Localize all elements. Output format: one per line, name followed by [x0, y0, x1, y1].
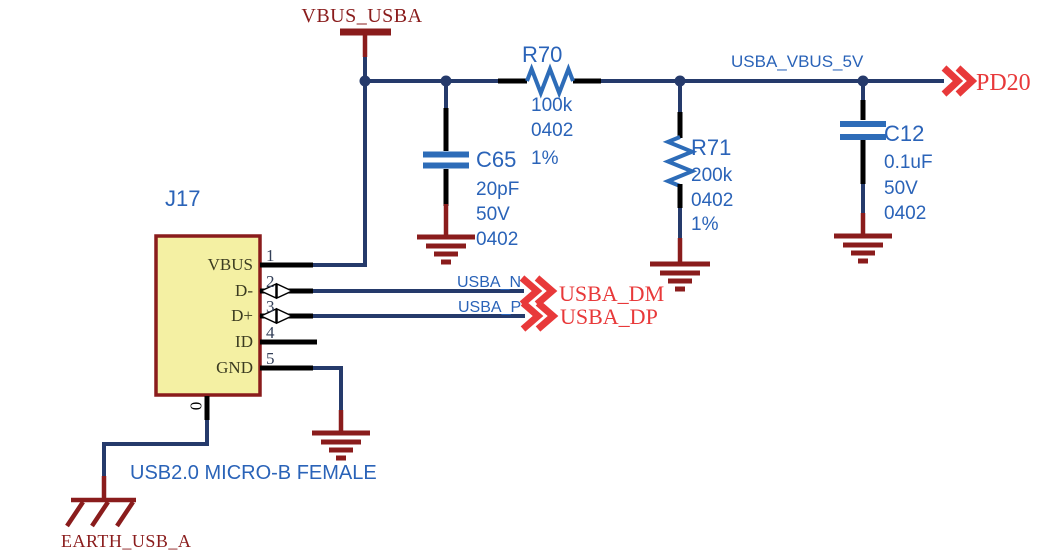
pin-number: 3: [266, 297, 275, 316]
j17-pin-5: 5 GND: [216, 349, 313, 377]
earth-net-label: EARTH_USB_A: [61, 531, 191, 551]
pin-name: ID: [235, 332, 253, 351]
ground-symbol-c65[interactable]: [417, 234, 475, 265]
pin-number: 5: [266, 349, 275, 368]
r70-designator: R70: [522, 42, 562, 67]
usba-dm-chevron: [534, 275, 558, 307]
r71-designator: R71: [691, 135, 731, 160]
port-usba-dm[interactable]: USBA_DM: [519, 275, 664, 307]
c65-value: 20pF: [476, 179, 519, 200]
j17-designator: J17: [165, 186, 200, 211]
pin-number: 1: [266, 246, 275, 265]
earth-diagonal: [90, 500, 110, 528]
pd20-chevron: [955, 65, 978, 97]
r70-package: 0402: [531, 120, 573, 141]
earth-ground-symbol[interactable]: EARTH_USB_A: [61, 476, 191, 551]
pin-number: 2: [266, 272, 275, 291]
usba-dp-chevron: [535, 300, 559, 332]
bidirectional-arrow-icon: [259, 282, 277, 300]
pin-name: D+: [231, 306, 253, 325]
c65-designator: C65: [476, 147, 516, 172]
junction-dot: [857, 75, 869, 87]
ground-symbol-j17-gnd[interactable]: [312, 410, 370, 461]
c65-package: 0402: [476, 229, 518, 250]
r71-package: 0402: [691, 190, 733, 211]
resistor-r70[interactable]: R70 100k 0402 1%: [498, 42, 601, 169]
usba-dm-label: USBA_DM: [559, 281, 664, 306]
pin-name: VBUS: [208, 255, 253, 274]
r71-tolerance: 1%: [691, 214, 719, 235]
c65-voltage: 50V: [476, 204, 510, 225]
earth-diagonal: [115, 500, 135, 528]
j17-pin-0: 0: [187, 396, 210, 420]
junction-dot: [674, 75, 686, 87]
j17-pin-1: 1 VBUS: [208, 246, 313, 274]
j17-pin-4: 4 ID: [235, 323, 317, 351]
power-port-vbus-usba[interactable]: VBUS_USBA: [301, 5, 422, 57]
resistor-r71[interactable]: R71 200k 0402 1%: [662, 112, 733, 262]
c12-designator: C12: [884, 121, 924, 146]
usba-dp-label: USBA_DP: [560, 304, 658, 329]
j17-body[interactable]: [154, 234, 262, 397]
j17-pin-2: 2 D-: [235, 272, 313, 300]
power-net-label: VBUS_USBA: [301, 5, 422, 27]
capacitor-c12[interactable]: C12 0.1uF 50V 0402: [840, 100, 933, 234]
bidirectional-arrow-icon: [276, 282, 294, 300]
port-usba-dp[interactable]: USBA_DP: [520, 300, 658, 332]
net-label-usba-p: USBA_P: [458, 299, 521, 316]
pd20-label: PD20: [976, 70, 1031, 96]
r70-resistor-symbol: [525, 63, 575, 99]
c12-package: 0402: [884, 203, 926, 224]
wire-gnd-pin: [313, 366, 343, 412]
earth-diagonal: [65, 500, 85, 528]
pin-name: D-: [235, 281, 253, 300]
net-label-usba-vbus-5v: USBA_VBUS_5V: [731, 52, 864, 71]
j17-pin-3: 3 D+: [231, 297, 313, 325]
c12-voltage: 50V: [884, 178, 918, 199]
j17-description: USB2.0 MICRO-B FEMALE: [130, 462, 377, 484]
junction-dot: [440, 75, 452, 87]
wire-shield-to-earth: [102, 418, 209, 478]
pin-name: GND: [216, 358, 253, 377]
port-pd20[interactable]: PD20: [941, 65, 1031, 97]
bidirectional-arrow-icon: [276, 307, 294, 325]
net-label-usba-n: USBA_N: [457, 274, 521, 291]
r70-value: 100k: [531, 95, 573, 116]
pin-number: 4: [266, 323, 275, 342]
bidirectional-arrow-icon: [259, 307, 277, 325]
r71-value: 200k: [691, 165, 733, 186]
ground-symbol-r71[interactable]: [650, 261, 710, 292]
usba-dp-chevron: [520, 300, 544, 332]
junction-dot: [359, 75, 371, 87]
wire-pin1-to-rail: [313, 81, 367, 267]
usba-dm-chevron: [519, 275, 543, 307]
connector-j17[interactable]: J17 1 VBUS 2 D- 3 D+ 4 ID: [130, 186, 377, 484]
ground-symbol-c12[interactable]: [834, 233, 892, 264]
junction-dots: [359, 75, 869, 87]
capacitor-c65[interactable]: C65 20pF 50V 0402: [423, 108, 519, 250]
c12-value: 0.1uF: [884, 152, 933, 173]
r71-resistor-symbol: [662, 135, 698, 188]
pd20-chevron: [941, 65, 964, 97]
r70-tolerance: 1%: [531, 148, 559, 169]
pin-number: 0: [187, 402, 206, 411]
